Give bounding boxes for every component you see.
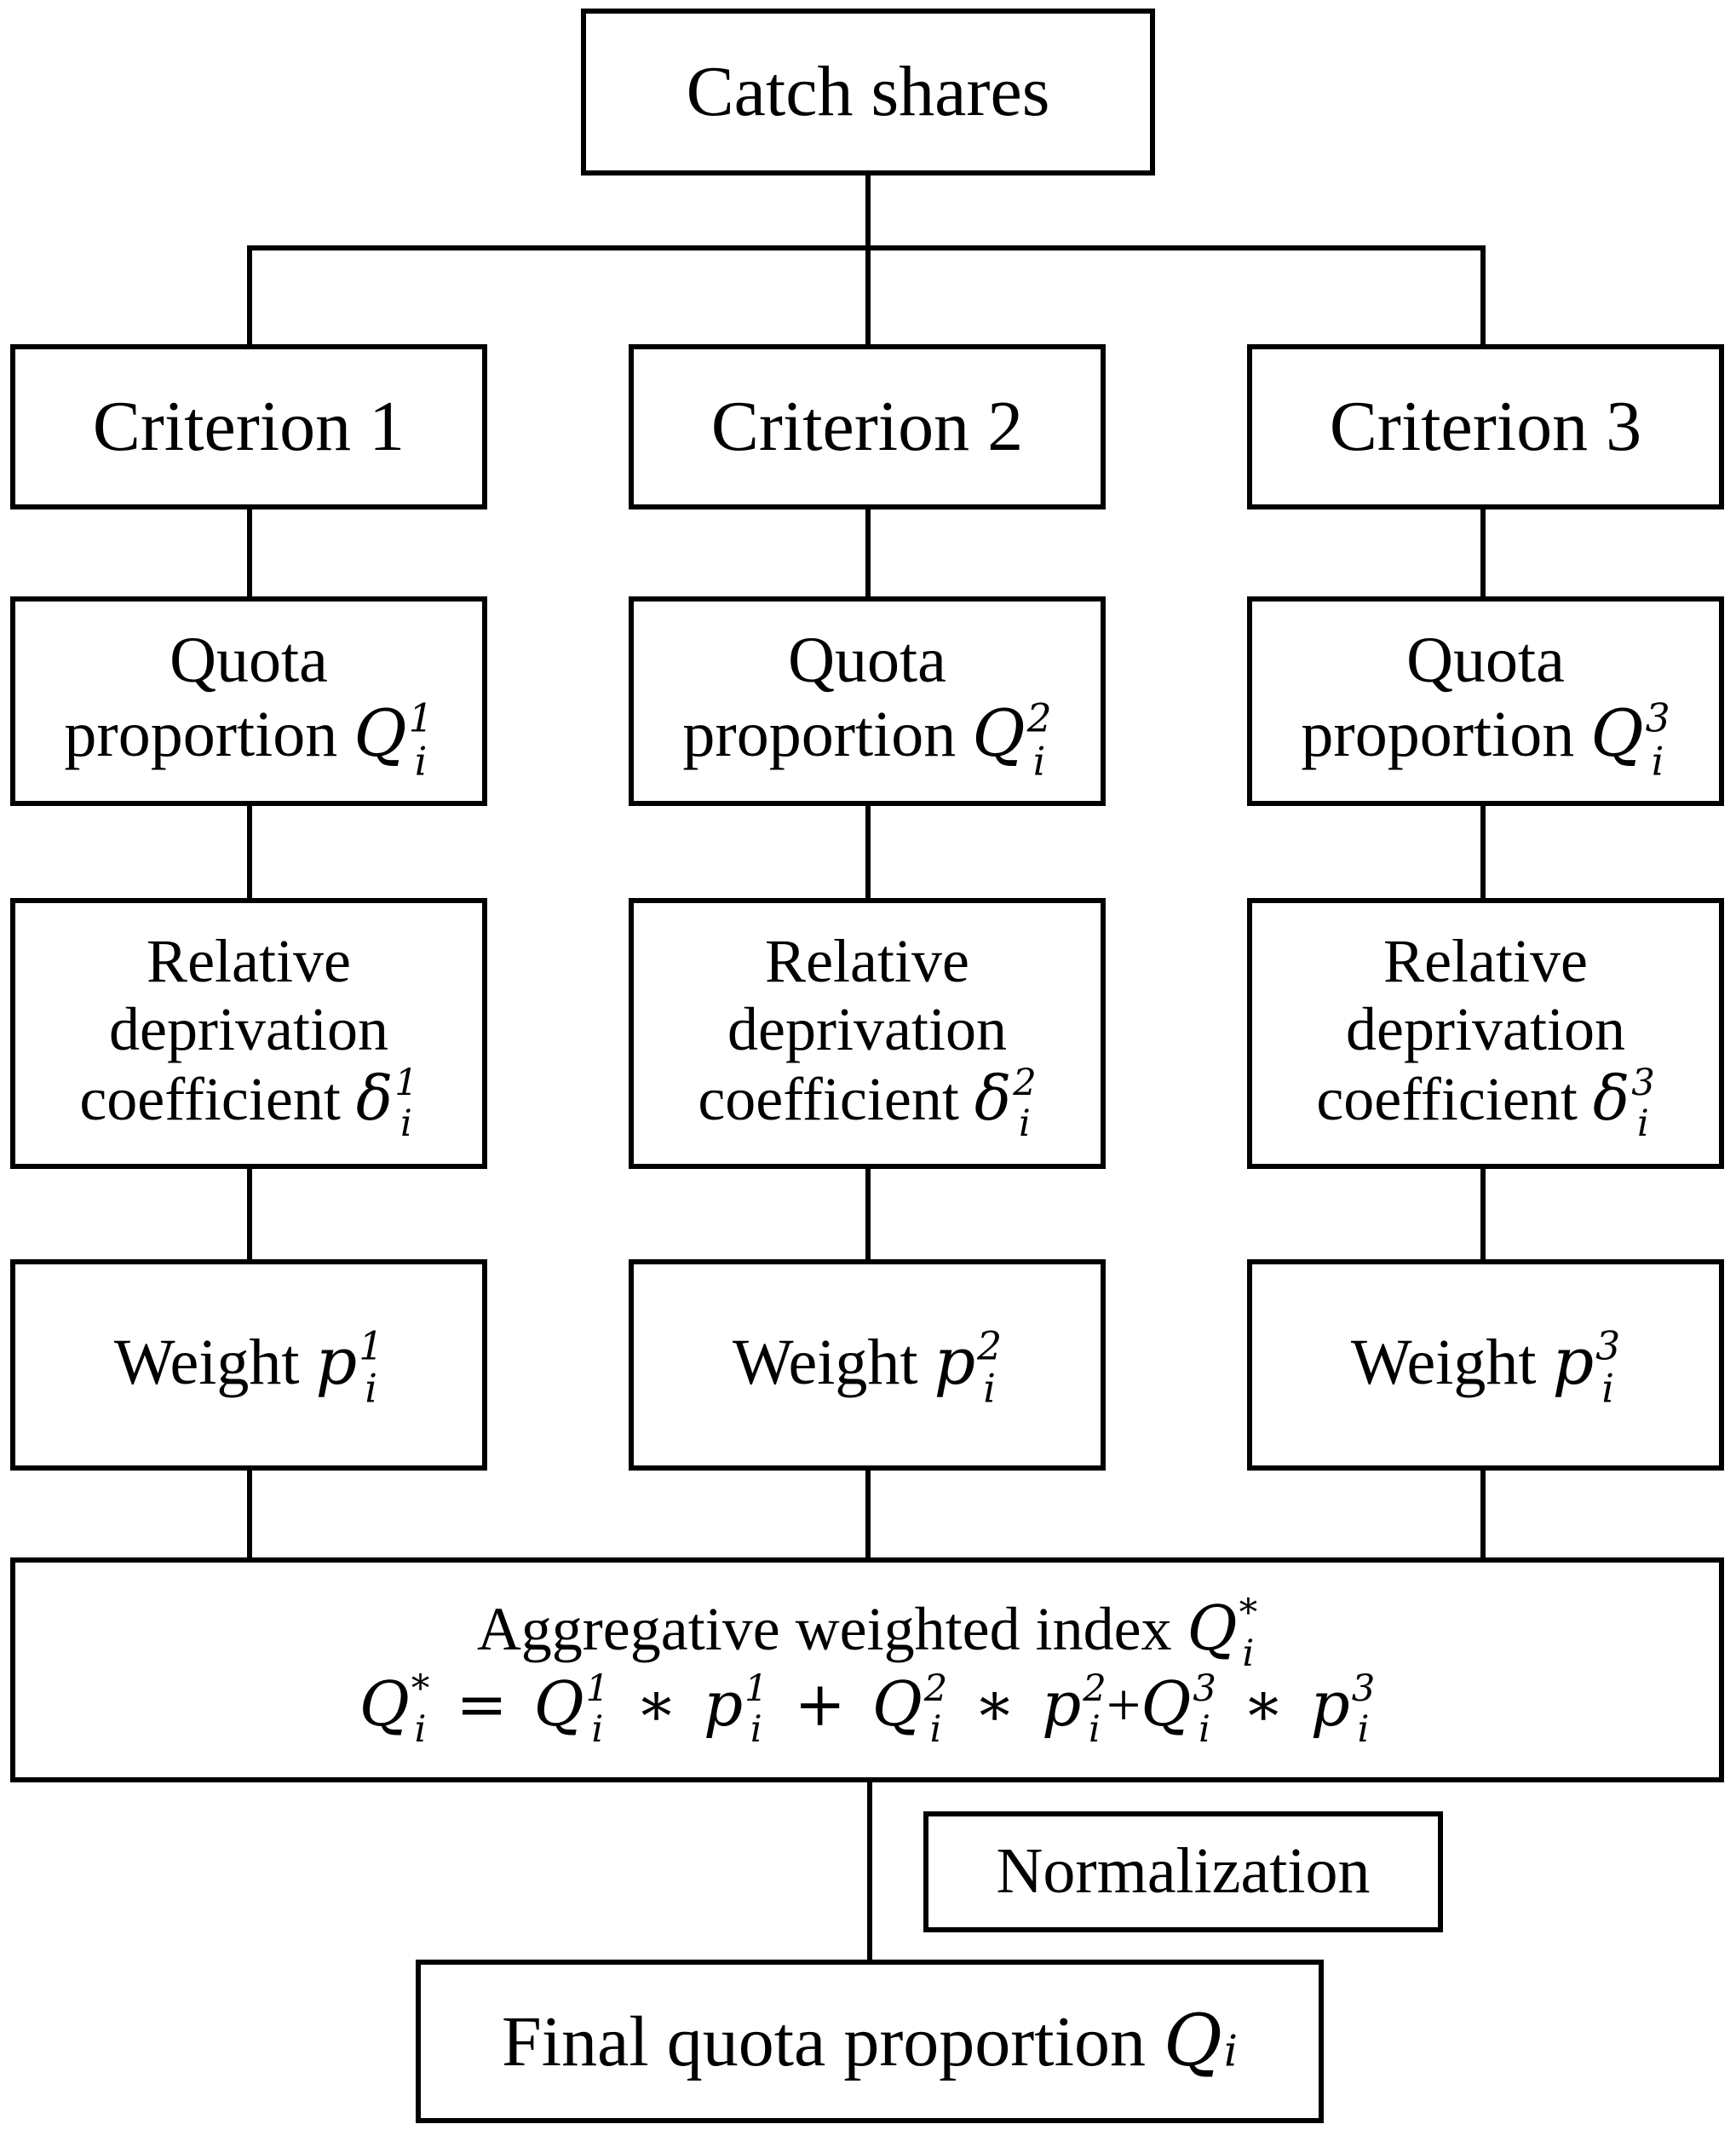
aggregate-title: Aggregative weighted index Q*i <box>476 1592 1258 1676</box>
deprivation-3-line1: Relative <box>1383 926 1588 995</box>
normalization-box: Normalization <box>923 1811 1443 1932</box>
weight-2-symbol: p <box>934 1322 976 1399</box>
connector-aggregate-final <box>867 1777 872 1965</box>
quota-2-line1: Quota <box>788 625 946 696</box>
deprivation-2-line2: deprivation <box>727 995 1007 1064</box>
criterion-1-box: Criterion 1 <box>10 344 487 509</box>
quota-1-line1: Quota <box>170 625 328 696</box>
deprivation-1-line2: deprivation <box>109 995 388 1064</box>
connector-col1-quota-deprivation <box>247 801 252 901</box>
connector-top-vertical <box>865 170 871 345</box>
quota-3-line1: Quota <box>1406 625 1565 696</box>
connector-col1-criterion-quota <box>247 504 252 598</box>
criterion-2-box: Criterion 2 <box>629 344 1106 509</box>
normalization-label: Normalization <box>996 1835 1371 1908</box>
connector-col3-deprivation-weight <box>1480 1164 1486 1263</box>
connector-col1-deprivation-weight <box>247 1164 252 1263</box>
deprivation-1-symbol: δ <box>355 1062 394 1134</box>
connector-col2-criterion-quota <box>865 504 871 598</box>
deprivation-3-symbol: δ <box>1592 1062 1630 1134</box>
connector-top-horizontal <box>247 245 1486 250</box>
final-quota-symbol: Q <box>1163 1998 1222 2082</box>
criterion-3-box: Criterion 3 <box>1247 344 1724 509</box>
connector-col3-top <box>1480 245 1486 348</box>
connector-col3-weight-aggregate <box>1480 1465 1486 1561</box>
connector-col1-weight-aggregate <box>247 1465 252 1561</box>
deprivation-1-line1: Relative <box>147 926 351 995</box>
connector-col2-quota-deprivation <box>865 801 871 901</box>
connector-col1-top <box>247 245 252 348</box>
quota-2-symbol: Q <box>972 695 1026 772</box>
connector-col2-weight-aggregate <box>865 1465 871 1561</box>
quota-1-symbol: Q <box>354 695 407 772</box>
deprivation-2-line1: Relative <box>765 926 969 995</box>
criterion-3-label: Criterion 3 <box>1329 386 1642 466</box>
connector-col2-deprivation-weight <box>865 1164 871 1263</box>
criterion-2-label: Criterion 2 <box>710 386 1024 466</box>
criterion-1-label: Criterion 1 <box>92 386 405 466</box>
catch-shares-label: Catch shares <box>686 51 1050 131</box>
quota-3-symbol: Q <box>1590 695 1644 772</box>
deprivation-2-symbol: δ <box>974 1062 1012 1134</box>
deprivation-3-line2: deprivation <box>1346 995 1625 1064</box>
connector-col3-quota-deprivation <box>1480 801 1486 901</box>
weight-3-symbol: p <box>1552 1322 1595 1399</box>
weight-1-symbol: p <box>315 1322 358 1399</box>
connector-col3-criterion-quota <box>1480 504 1486 598</box>
catch-shares-box: Catch shares <box>581 9 1155 176</box>
